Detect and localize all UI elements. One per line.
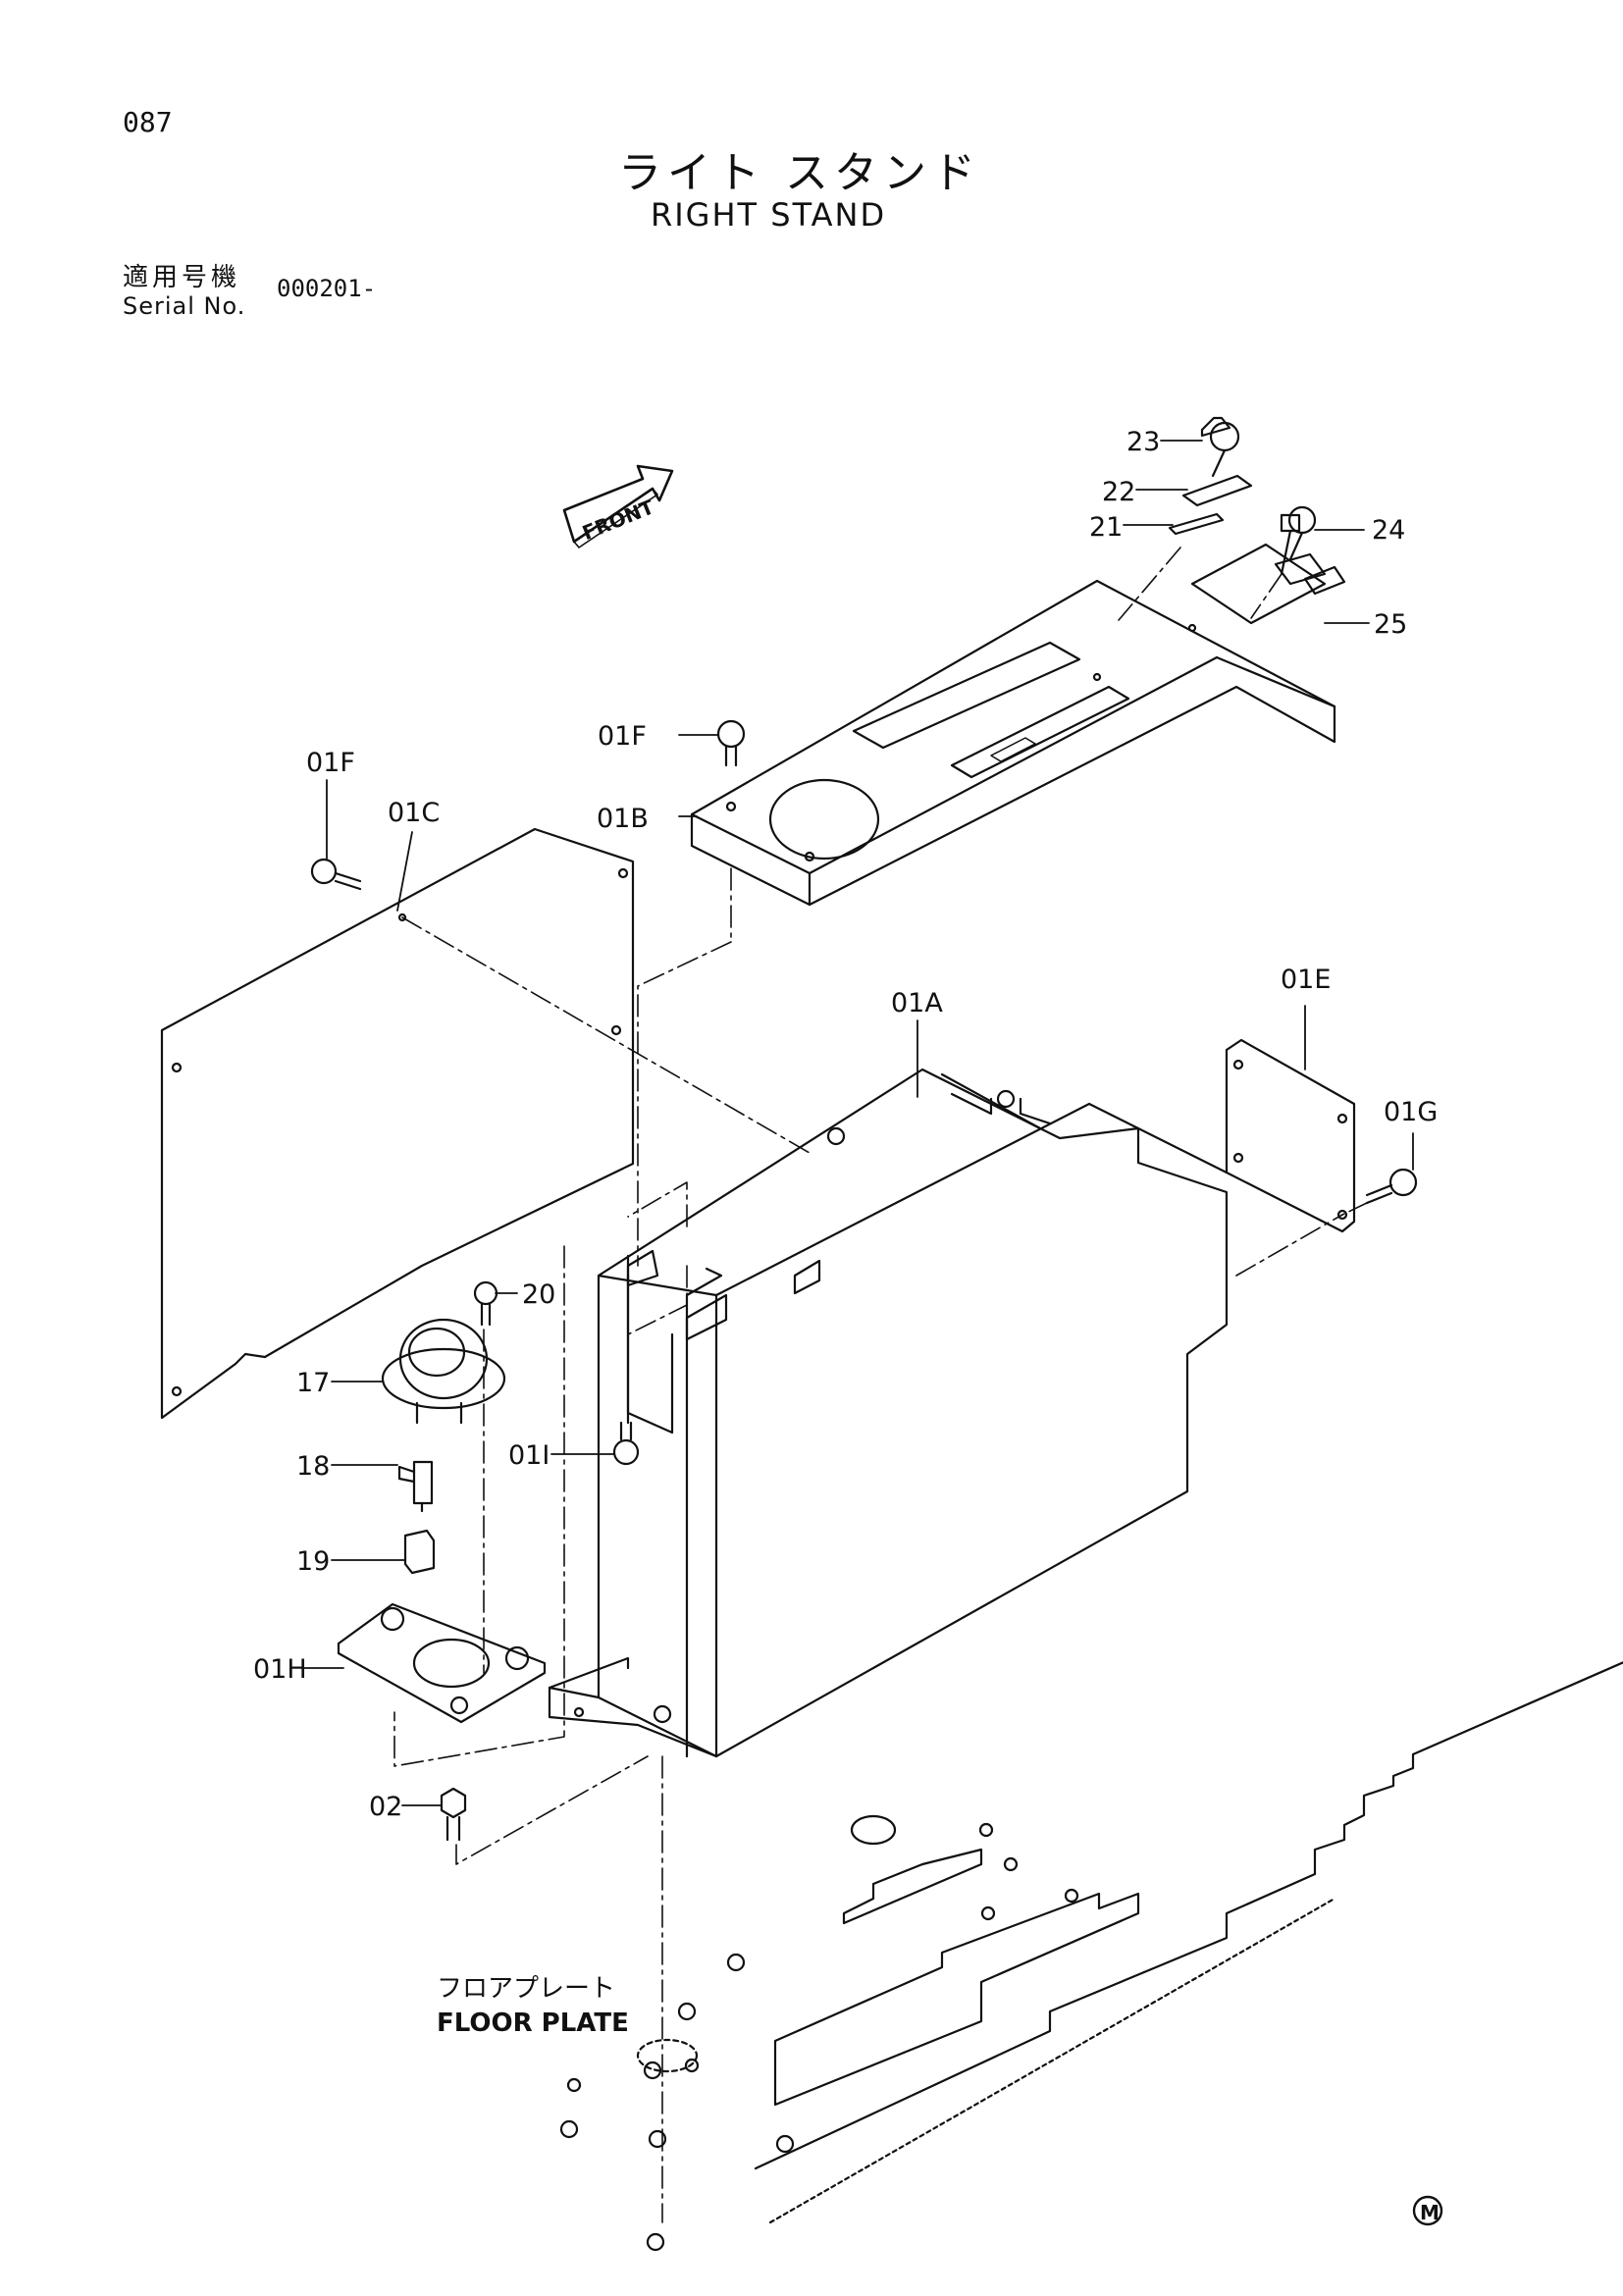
callout-18: 18 bbox=[296, 1451, 330, 1482]
mark-letter: M bbox=[1420, 2201, 1440, 2224]
title-japanese: ライト スタンド bbox=[618, 148, 981, 198]
stand-body-01a bbox=[548, 1068, 1229, 1758]
handle-assembly bbox=[1168, 416, 1346, 625]
title-english: RIGHT STAND bbox=[651, 196, 887, 234]
leader-lines bbox=[303, 440, 1414, 1806]
page-number: 087 bbox=[123, 106, 173, 138]
fitting-icon bbox=[397, 1460, 434, 1513]
gauge-icon bbox=[381, 1318, 506, 1425]
serial-value: 000201- bbox=[277, 275, 377, 302]
callout-23: 23 bbox=[1126, 427, 1160, 457]
callout-01h: 01H bbox=[253, 1654, 307, 1685]
screw-icon bbox=[473, 1280, 498, 1327]
callout-01i: 01I bbox=[508, 1440, 550, 1471]
callout-01b: 01B bbox=[597, 804, 649, 834]
callout-01c: 01C bbox=[388, 798, 440, 828]
callout-20: 20 bbox=[522, 1279, 555, 1310]
callout-01g: 01G bbox=[1384, 1097, 1438, 1127]
callout-01f-left: 01F bbox=[306, 748, 355, 778]
bolt-icon bbox=[716, 719, 746, 767]
front-label: FRONT bbox=[579, 495, 657, 545]
callout-01f-top: 01F bbox=[598, 721, 647, 752]
cover-plate-01e bbox=[1225, 1038, 1356, 1233]
top-plate-01b bbox=[690, 579, 1336, 907]
serial-label-english: Serial No. bbox=[123, 292, 246, 320]
adapter-icon bbox=[403, 1529, 436, 1575]
callout-19: 19 bbox=[296, 1546, 330, 1577]
side-panel-01c bbox=[160, 827, 635, 1420]
bolt-icon bbox=[1365, 1168, 1418, 1205]
callout-24: 24 bbox=[1372, 515, 1405, 546]
callout-01a: 01A bbox=[891, 988, 943, 1018]
bracket-plate-01h bbox=[337, 1602, 547, 1724]
floor-plate-label-en: FLOOR PLATE bbox=[437, 2009, 629, 2038]
callout-02: 02 bbox=[369, 1792, 402, 1822]
bolt-icon bbox=[612, 1421, 640, 1466]
screw-icon bbox=[1287, 505, 1317, 561]
callout-22: 22 bbox=[1102, 477, 1135, 507]
callout-21: 21 bbox=[1089, 512, 1123, 543]
callout-17: 17 bbox=[296, 1368, 330, 1398]
circled-m-mark: M bbox=[1412, 2195, 1443, 2226]
callout-labels: 23 22 21 24 25 01F 01F 01C 01B 01A 01E 0… bbox=[253, 427, 1438, 2038]
floor-plate bbox=[559, 1661, 1623, 2252]
assembly-lines bbox=[393, 547, 1370, 2223]
callout-01e: 01E bbox=[1281, 965, 1331, 995]
serial-label-japanese: 適用号機 bbox=[123, 263, 241, 292]
front-arrow-icon: FRONT bbox=[562, 464, 674, 548]
callout-25: 25 bbox=[1374, 609, 1407, 640]
bolt-icon bbox=[440, 1787, 467, 1842]
floor-plate-label-jp: フロアプレート bbox=[437, 1974, 615, 2004]
screw-icon bbox=[1209, 421, 1240, 478]
bolt-icon bbox=[310, 858, 362, 891]
